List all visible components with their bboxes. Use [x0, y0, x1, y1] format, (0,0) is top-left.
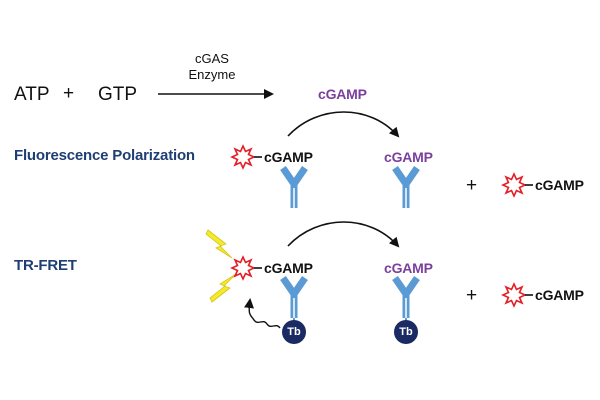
product-cgamp: cGAMP	[318, 86, 367, 102]
terbium-donor-icon	[394, 320, 418, 344]
fp-antibody-icon	[395, 168, 417, 208]
substrate-atp: ATP	[14, 84, 50, 105]
trfret-curved-arrow-icon	[287, 221, 400, 248]
trfret-title: TR-FRET	[14, 257, 77, 274]
trfret-free-tracer: cGAMP	[535, 287, 584, 303]
fp-curved-arrow-icon	[287, 111, 400, 138]
terbium-donor-icon	[282, 320, 306, 344]
enzyme-name: cGAS	[195, 51, 229, 66]
fp-free-star-icon	[502, 173, 526, 197]
trfret-antibody-icon	[283, 278, 305, 318]
trfret-plus: +	[466, 285, 478, 306]
substrate-gtp: GTP	[98, 84, 138, 105]
squiggle-arrow-icon	[244, 298, 281, 329]
terbium-label-1: Tb	[287, 326, 301, 338]
fp-bound-tracer: cGAMP	[264, 149, 313, 165]
reaction-plus: +	[63, 83, 75, 104]
trfret-free-star-icon	[502, 283, 526, 307]
trfret-bound-tracer: cGAMP	[264, 260, 313, 276]
enzyme-label: Enzyme	[188, 67, 236, 82]
fp-title: Fluorescence Polarization	[14, 147, 195, 164]
fp-free-tracer: cGAMP	[535, 177, 584, 193]
fp-competitor: cGAMP	[384, 149, 433, 165]
fp-antibody-icon	[283, 168, 305, 208]
trfret-competitor: cGAMP	[384, 260, 433, 276]
trfret-fluorophore-star-icon	[231, 256, 255, 280]
lightning-bolt-icon	[205, 229, 233, 259]
trfret-antibody-icon	[395, 278, 417, 318]
fp-plus: +	[466, 175, 478, 196]
lightning-bolt-icon	[209, 273, 237, 303]
fp-fluorophore-star-icon	[231, 145, 255, 169]
terbium-label-2: Tb	[399, 326, 413, 338]
